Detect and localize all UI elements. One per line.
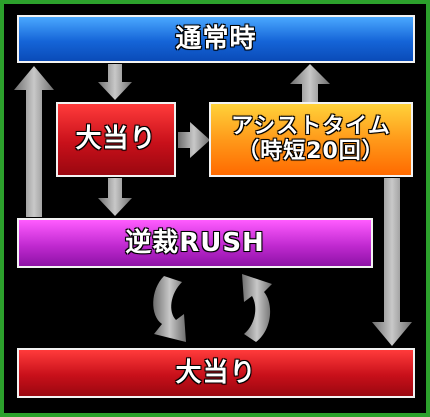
node-gyakusai-rush-label: 逆裁RUSH	[125, 227, 265, 258]
node-jackpot-bottom-label: 大当り	[175, 357, 257, 388]
node-jackpot-left-label: 大当り	[75, 124, 157, 155]
node-normal-label: 通常時	[175, 23, 257, 54]
arrow-rush-to-jackpot-curve	[153, 276, 186, 342]
arrow-normal-to-jackpot	[98, 64, 132, 100]
arrow-jackpot-to-rush	[98, 178, 132, 216]
arrow-jackpot-to-assist	[178, 122, 210, 158]
arrow-assist-to-jackpot	[372, 178, 412, 346]
arrow-assist-to-normal	[290, 64, 330, 102]
node-assist-time: アシストタイム （時短20回）	[209, 102, 413, 177]
node-assist-time-line2: （時短20回）	[237, 138, 385, 164]
arrow-jackpot-to-rush-curve	[242, 274, 272, 342]
node-assist-time-line1: アシストタイム	[231, 114, 391, 140]
node-gyakusai-rush: 逆裁RUSH	[17, 218, 373, 268]
diagram-frame	[4, 4, 426, 413]
node-jackpot-left: 大当り	[56, 102, 176, 177]
arrow-rush-to-normal	[14, 66, 54, 217]
node-normal: 通常時	[17, 15, 415, 63]
node-jackpot-bottom: 大当り	[17, 348, 415, 398]
